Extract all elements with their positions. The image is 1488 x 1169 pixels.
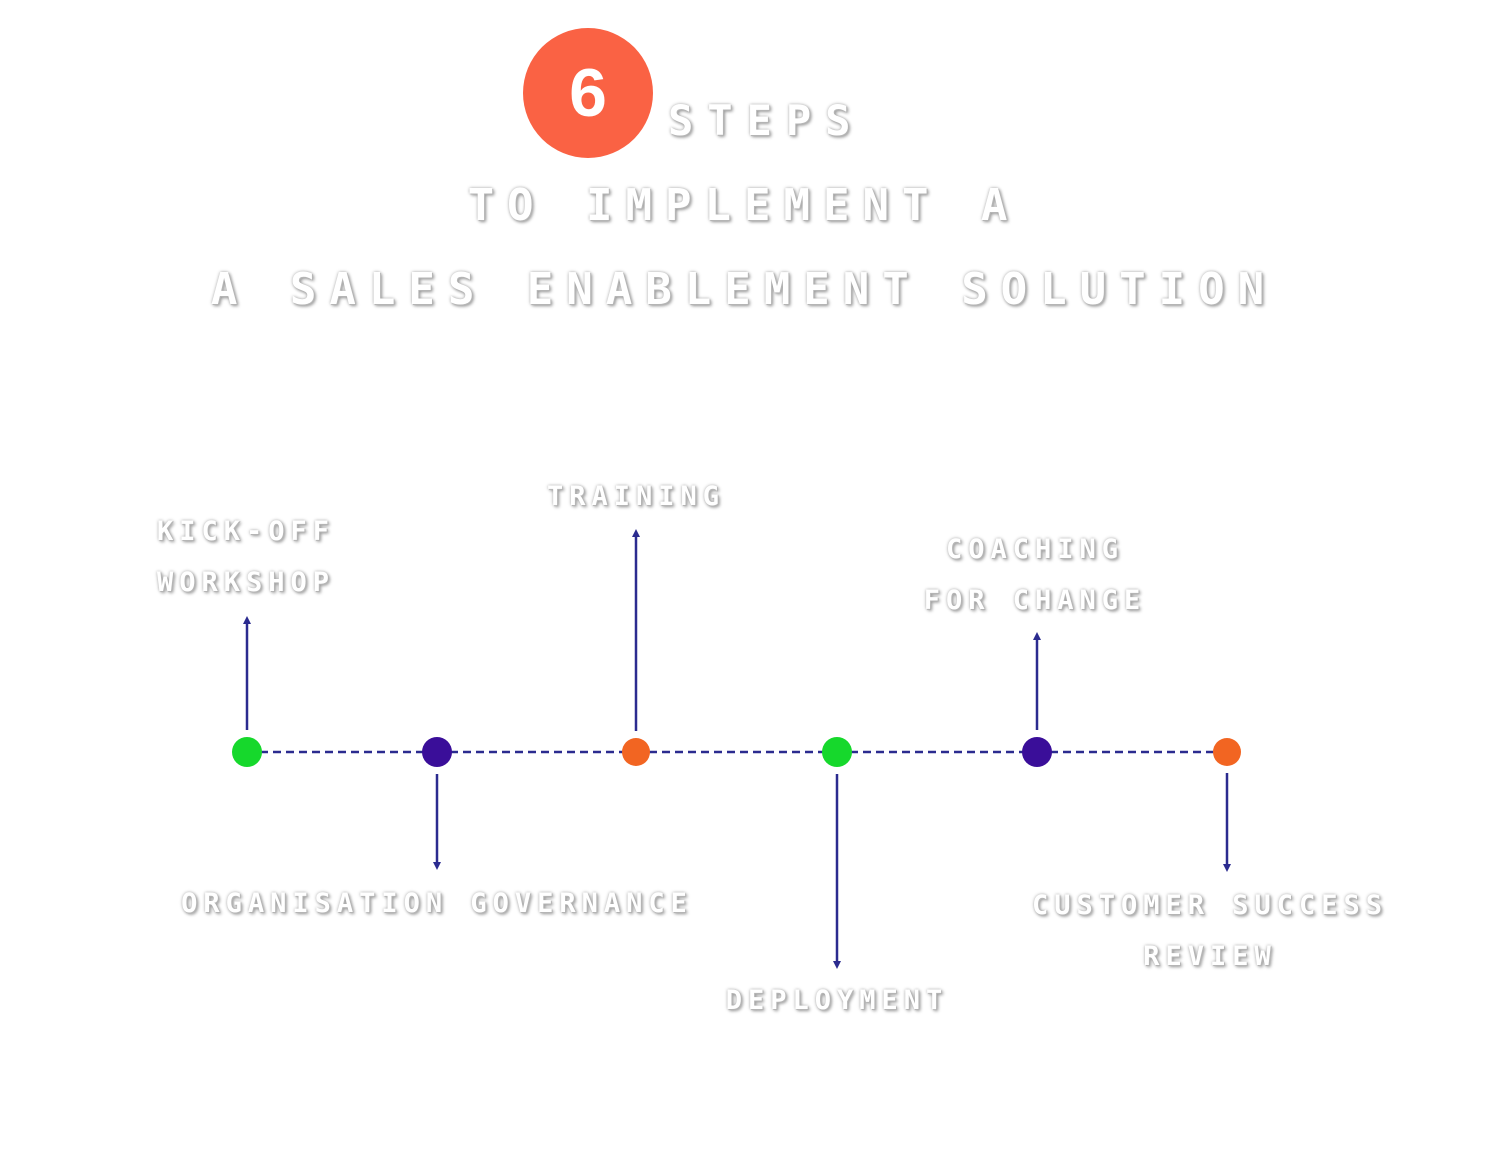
step-node bbox=[822, 737, 852, 767]
step-label-line: DEPLOYMENT bbox=[725, 985, 949, 1016]
step-label-line: COACHING bbox=[945, 534, 1125, 565]
step-label-line: FOR CHANGE bbox=[923, 585, 1147, 616]
step-label-line: ORGANISATION GOVERNANCE bbox=[181, 888, 693, 919]
title-line-2: TO IMPLEMENT A bbox=[467, 180, 1021, 231]
step-label-line: CUSTOMER SUCCESS bbox=[1031, 890, 1389, 921]
step-count-badge: 6 bbox=[523, 28, 653, 158]
step-node bbox=[422, 737, 452, 767]
title-line-3: A SALES ENABLEMENT SOLUTION bbox=[210, 264, 1278, 315]
step-label-customer-success-review: CUSTOMER SUCCESS REVIEW bbox=[1032, 880, 1388, 982]
step-label-deployment: DEPLOYMENT bbox=[726, 975, 949, 1026]
step-label-kick-off-workshop: KICK-OFF WORKSHOP bbox=[157, 506, 335, 608]
step-label-line: TRAINING bbox=[546, 481, 726, 512]
step-label-line: REVIEW bbox=[1143, 941, 1277, 972]
title-steps: STEPS bbox=[668, 96, 865, 145]
step-label-training: TRAINING bbox=[547, 471, 725, 522]
step-label-line: WORKSHOP bbox=[156, 567, 336, 598]
step-node bbox=[1022, 737, 1052, 767]
step-node bbox=[1213, 738, 1241, 766]
step-node bbox=[232, 737, 262, 767]
step-node bbox=[622, 738, 650, 766]
step-label-coaching-for-change: COACHING FOR CHANGE bbox=[924, 524, 1147, 626]
step-label-organisation-governance: ORGANISATION GOVERNANCE bbox=[181, 878, 693, 929]
step-label-line: KICK-OFF bbox=[156, 516, 336, 547]
